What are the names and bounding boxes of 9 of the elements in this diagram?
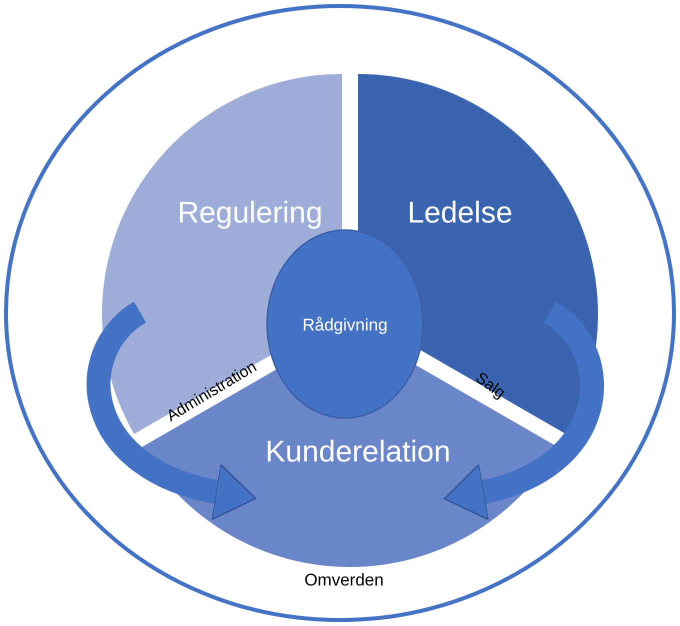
curved-arrow <box>444 302 604 520</box>
node-label: Omverden <box>304 572 384 590</box>
center-circle <box>265 228 425 420</box>
node-label: Kunderelation <box>265 436 451 468</box>
gap-label: Salg <box>472 369 508 403</box>
outer-circle <box>4 4 676 622</box>
node-label: Rådgivning <box>302 316 388 336</box>
node-label: Ledelse <box>407 196 513 230</box>
node-label: Regulering <box>177 196 323 230</box>
